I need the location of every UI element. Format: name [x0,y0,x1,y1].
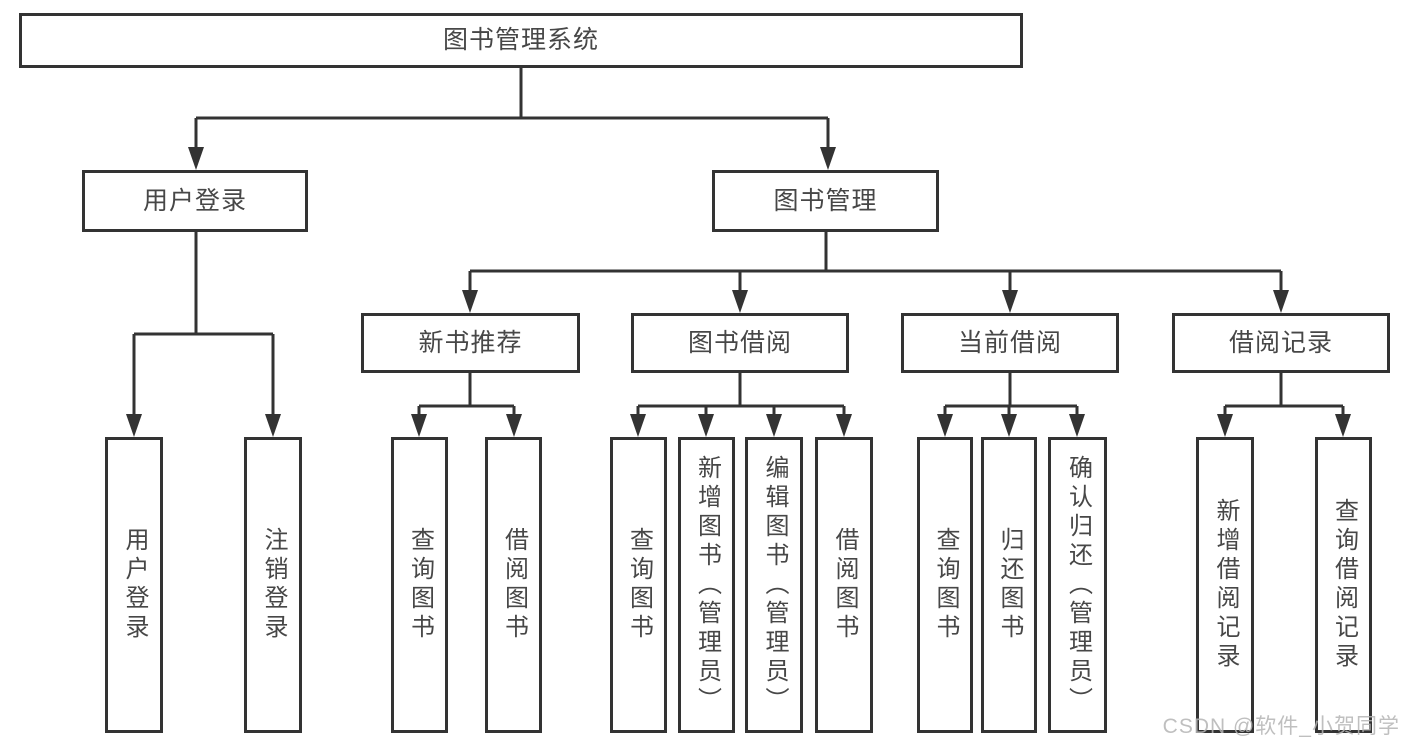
connector-userlogin-to-leaves [132,232,275,416]
node-book-management-label: 图书管理 [773,186,878,215]
leaf-nr-borrow-book: 借阅图书 [485,437,542,733]
arrowhead [1217,414,1233,437]
node-user-login: 用户登录 [82,170,308,232]
leaf-cb-confirm-return-label: 确认归还（管理员） [1064,454,1092,716]
leaf-logout: 注销登录 [244,437,302,733]
node-book-borrowing-label: 图书借阅 [687,328,792,357]
node-current-borrowing-label: 当前借阅 [957,328,1062,357]
connector-borrowrecords-to-leaves [1223,373,1345,416]
leaf-nr-query-book: 查询图书 [391,437,448,733]
leaf-bb-borrow-book: 借阅图书 [815,437,873,733]
leaf-br-query-record-label: 查询借阅记录 [1330,498,1358,672]
arrowhead [1002,290,1018,313]
leaf-nr-borrow-book-label: 借阅图书 [500,527,528,643]
leaf-bb-query-book: 查询图书 [610,437,667,733]
leaf-user-login: 用户登录 [105,437,163,733]
connector-currentborrow-to-leaves [943,373,1079,416]
arrowhead [1273,290,1289,313]
arrowhead [1335,414,1351,437]
leaf-bb-borrow-book-label: 借阅图书 [831,527,858,643]
arrowhead [630,414,646,437]
leaf-logout-label: 注销登录 [260,527,287,643]
leaf-cb-return-book: 归还图书 [981,437,1037,733]
node-book-borrowing: 图书借阅 [631,313,849,373]
node-current-borrowing: 当前借阅 [901,313,1119,373]
arrowhead [732,290,748,313]
leaf-user-login-label: 用户登录 [121,527,148,643]
arrowhead [1069,414,1085,437]
arrowhead [836,414,852,437]
connector-bookmgmt-to-level3 [468,232,1283,292]
leaf-cb-query-book-label: 查询图书 [932,527,959,643]
arrowhead [462,290,478,313]
leaf-bb-query-book-label: 查询图书 [625,527,653,643]
leaf-bb-edit-book-label: 编辑图书（管理员） [761,454,788,716]
leaf-br-add-record: 新增借阅记录 [1196,437,1254,733]
node-borrowing-records: 借阅记录 [1172,313,1390,373]
arrowhead [698,414,714,437]
node-book-management: 图书管理 [712,170,939,232]
leaf-br-query-record: 查询借阅记录 [1315,437,1372,733]
connector-newbookrec-to-leaves [417,373,516,416]
arrowhead [1001,414,1017,437]
watermark: CSDN @软件_小贺同学 [1162,715,1400,738]
node-new-book-recommend-label: 新书推荐 [418,328,523,357]
leaf-cb-query-book: 查询图书 [917,437,973,733]
arrowhead [188,147,204,170]
leaf-cb-confirm-return: 确认归还（管理员） [1048,437,1107,733]
node-root-label: 图书管理系统 [442,26,599,54]
leaf-bb-add-book-label: 新增图书（管理员） [693,454,721,716]
node-user-login-label: 用户登录 [142,186,247,215]
arrowhead [126,414,142,437]
arrowhead [820,147,836,170]
node-new-book-recommend: 新书推荐 [361,313,580,373]
arrowhead [411,414,427,437]
leaf-bb-add-book: 新增图书（管理员） [678,437,735,733]
arrowhead [766,414,782,437]
arrowhead [265,414,281,437]
leaf-bb-edit-book: 编辑图书（管理员） [745,437,803,733]
leaf-br-add-record-label: 新增借阅记录 [1212,498,1239,672]
node-root: 图书管理系统 [19,13,1023,68]
connector-root-to-level2 [194,68,830,150]
arrowhead [937,414,953,437]
node-borrowing-records-label: 借阅记录 [1228,328,1333,357]
leaf-nr-query-book-label: 查询图书 [406,527,434,643]
arrowhead [506,414,522,437]
connector-bookborrow-to-leaves [636,373,846,416]
leaf-cb-return-book-label: 归还图书 [996,527,1023,643]
